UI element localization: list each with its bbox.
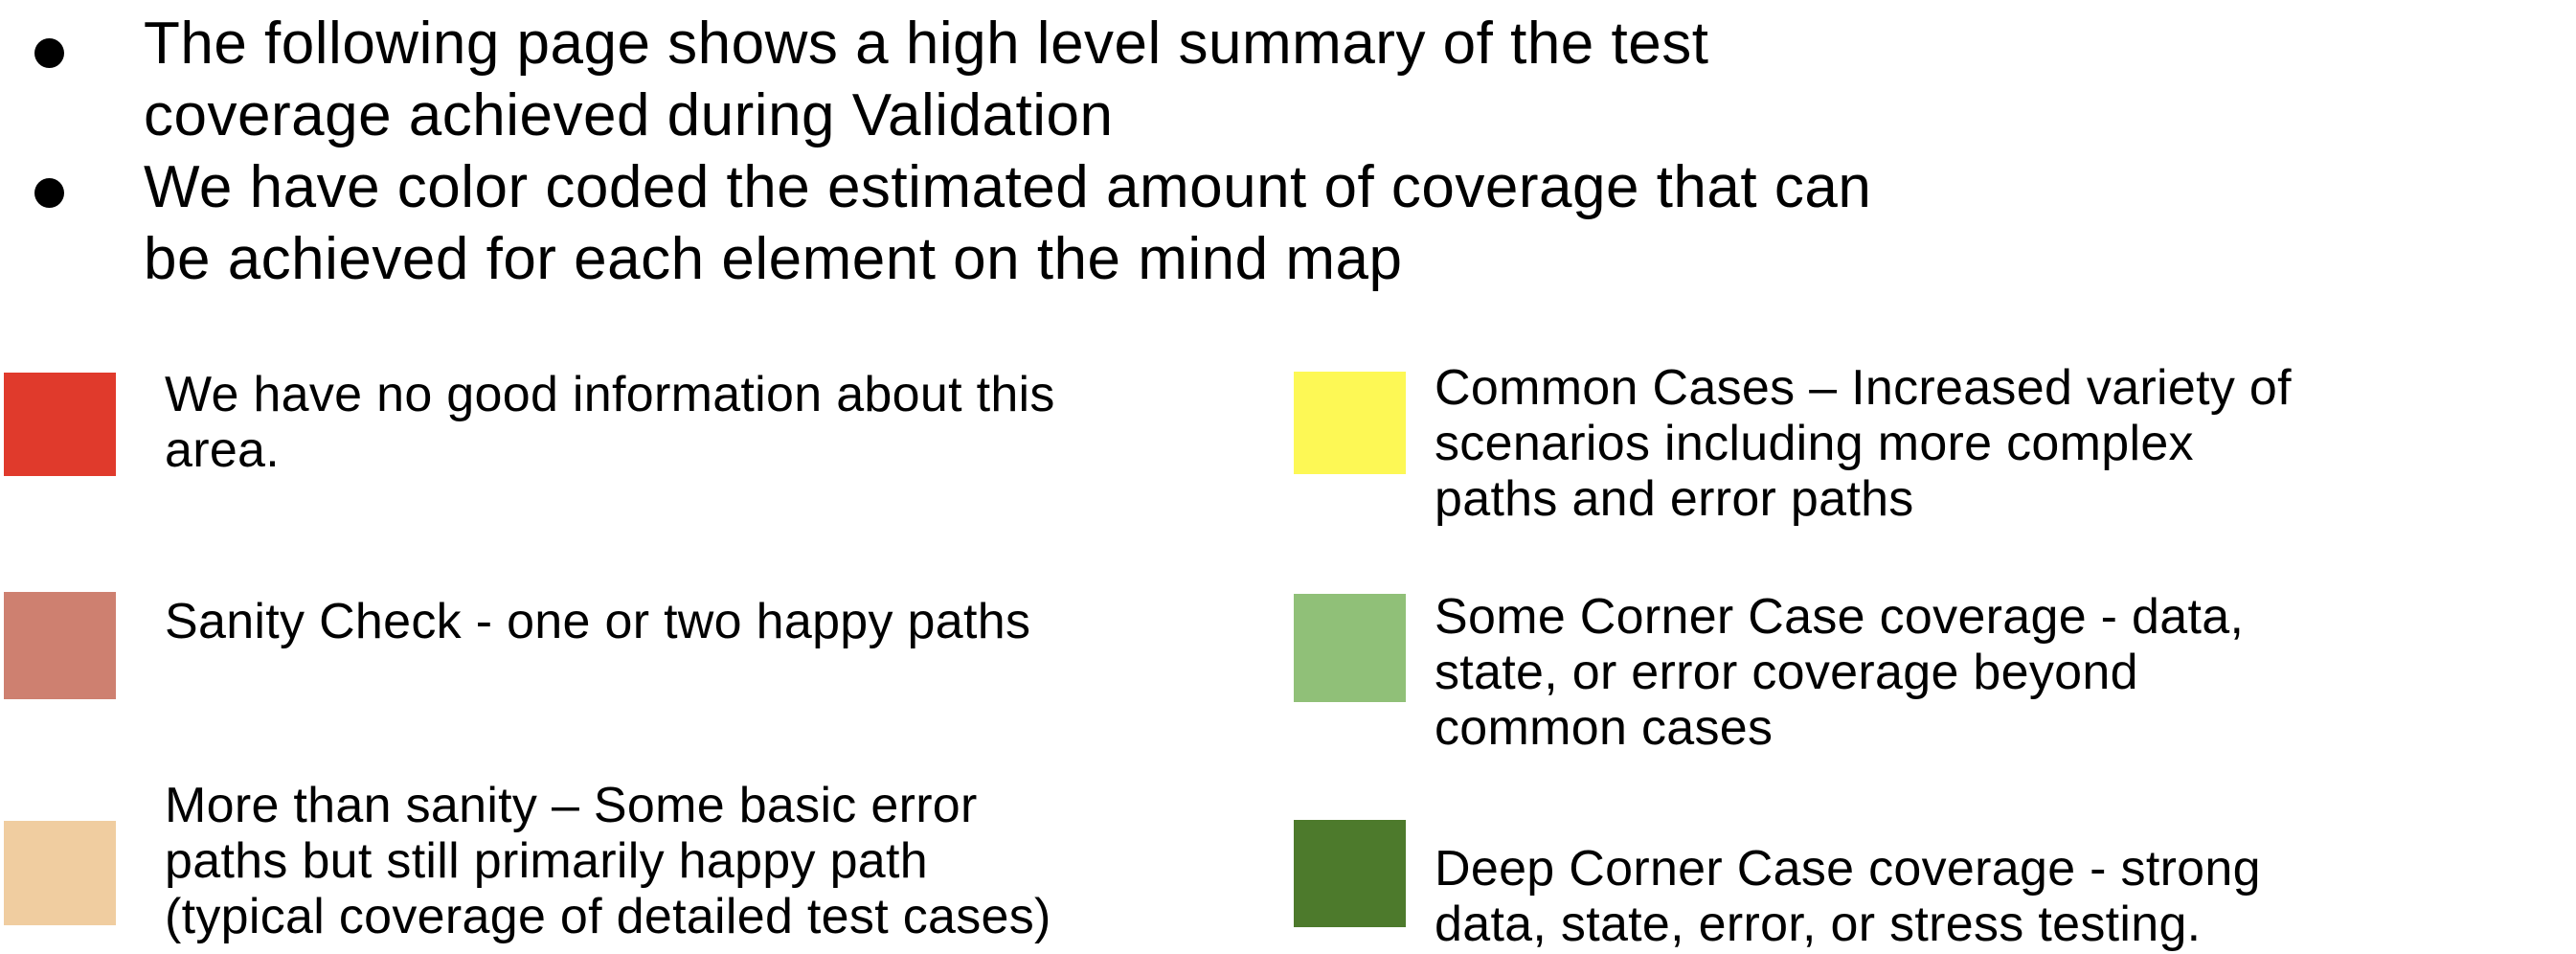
legend-line: (typical coverage of detailed test cases… (165, 889, 1051, 944)
bullet-dot-icon (34, 38, 64, 68)
legend-line: We have no good information about this (165, 367, 1055, 422)
legend-line: area. (165, 422, 281, 478)
swatch-dark-green-deep-corner-case (1294, 820, 1406, 927)
swatch-light-green-some-corner-case (1294, 594, 1406, 702)
legend-label-sanity-check: Sanity Check - one or two happy paths (165, 594, 1030, 649)
swatch-peach-more-than-sanity (4, 821, 116, 925)
legend-line: Deep Corner Case coverage - strong (1435, 841, 2261, 897)
legend-line: data, state, error, or stress testing. (1435, 897, 2202, 952)
legend-label-deep-corner-case: Deep Corner Case coverage - strong data,… (1435, 841, 2261, 952)
bullet-list: The following page shows a high level su… (144, 8, 2346, 295)
legend-line: Common Cases – Increased variety of (1435, 360, 2292, 416)
legend-label-some-corner-case: Some Corner Case coverage - data, state,… (1435, 589, 2244, 756)
legend-label-no-information: We have no good information about this a… (165, 367, 1055, 478)
swatch-yellow-common-cases (1294, 372, 1406, 474)
legend-line: Sanity Check - one or two happy paths (165, 594, 1031, 649)
legend-line: Some Corner Case coverage - data, (1435, 589, 2245, 645)
bullet-2-line-1: We have color coded the estimated amount… (144, 154, 1872, 220)
swatch-salmon-sanity-check (4, 592, 116, 699)
legend-line: scenarios including more complex (1435, 416, 2194, 471)
legend-label-common-cases: Common Cases – Increased variety of scen… (1435, 360, 2292, 527)
legend-line: state, or error coverage beyond (1435, 645, 2138, 700)
legend-label-more-than-sanity: More than sanity – Some basic error path… (165, 778, 1051, 944)
swatch-red-no-information (4, 373, 116, 476)
legend-line: paths and error paths (1435, 471, 1914, 527)
legend-line: common cases (1435, 700, 1774, 756)
bullet-1-line-2: coverage achieved during Validation (144, 82, 1114, 148)
legend-line: More than sanity – Some basic error (165, 778, 978, 833)
bullet-1-line-1: The following page shows a high level su… (144, 11, 1709, 77)
legend-line: paths but still primarily happy path (165, 833, 928, 889)
bullet-2-line-2: be achieved for each element on the mind… (144, 226, 1403, 292)
bullet-dot-icon (34, 178, 64, 208)
